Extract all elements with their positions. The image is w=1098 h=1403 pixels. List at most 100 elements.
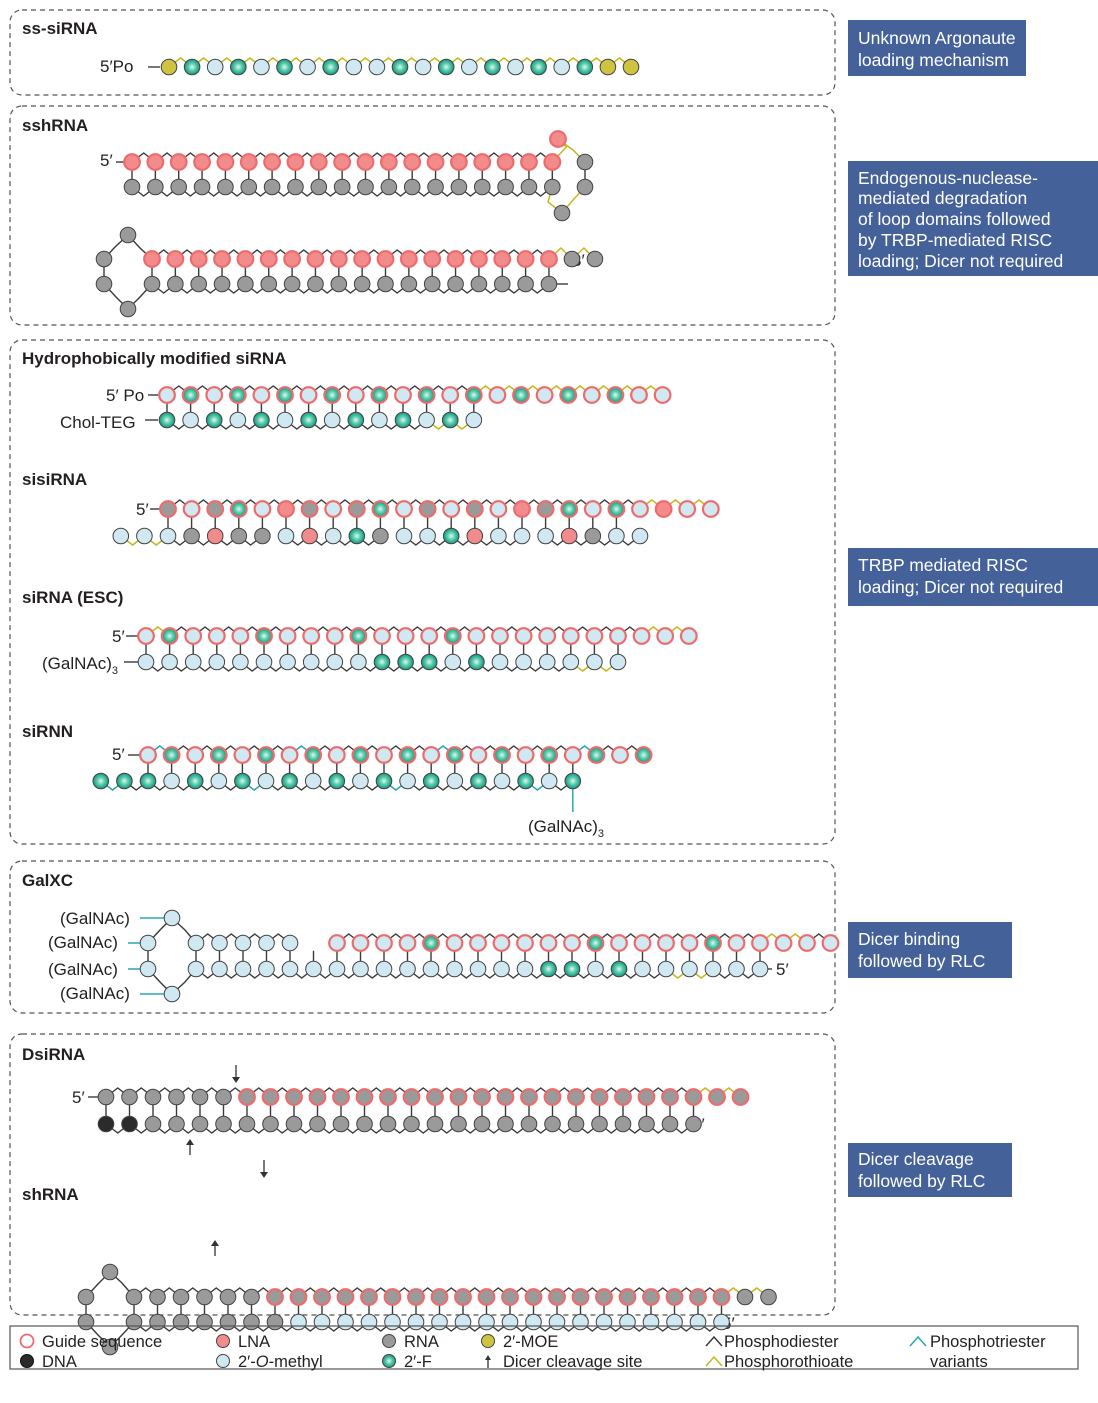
ome-nucleotide [572,1313,589,1331]
guide-rna-nucleotide [313,1288,331,1306]
ome-nucleotide [515,653,532,671]
ome-nucleotide [642,1313,660,1331]
guide-rna-nucleotide [642,1288,660,1306]
guide-ome-nucleotide [751,934,769,952]
rna-nucleotide [760,1288,777,1306]
guide-rna-nucleotide [661,1088,679,1106]
label-galnac: (GalNAc) [48,960,118,979]
guide-rna-nucleotide [355,1088,374,1106]
panel-dicer-group [9,1033,836,1316]
fluoro-nucleotide [230,58,247,76]
ome-nucleotide [465,411,483,429]
guide-fluoro-nucleotide [634,746,653,764]
guide-ome-nucleotide [299,386,318,404]
guide-ome-nucleotide [678,500,697,518]
ome-nucleotide [562,653,580,671]
ome-nucleotide [360,1313,378,1331]
guide-fluoro-nucleotide [351,746,370,764]
guide-rna-nucleotide [595,1288,613,1306]
guide-ome-nucleotide [422,746,441,764]
title-sirnn: siRNN [22,722,73,741]
label-galnac: (GalNAc) [60,909,130,928]
rna-nucleotide [219,1288,237,1306]
guide-rna-nucleotide [590,1088,609,1106]
label-5prime: 5′ [136,500,149,519]
svg-text:loading; Dicer not required: loading; Dicer not required [858,251,1063,271]
ome-nucleotide [258,960,275,978]
label-5prime: 5′ [776,960,789,979]
legend-phosphotriester-label-2: variants [930,1353,988,1371]
svg-text:loading mechanism: loading mechanism [858,50,1009,70]
dicer-cleavage-arrow [260,1160,268,1178]
guide-rna-nucleotide [454,1288,472,1306]
fluoro-nucleotide [116,772,133,790]
rna-nucleotide [372,527,389,545]
guide-rna-nucleotide [731,1088,750,1106]
legend-2f-icon [382,1354,396,1368]
fluoro-nucleotide [470,772,487,790]
moe-nucleotide [622,58,640,76]
rna-nucleotide [403,1115,420,1133]
guide-lna-nucleotide [426,153,445,171]
guide-fluoro-nucleotide [323,386,342,404]
guide-ome-nucleotide [351,934,370,952]
guide-ome-nucleotide [633,934,652,952]
guide-lna-nucleotide [496,153,515,171]
guide-ome-nucleotide [420,627,439,645]
guide-lna-nucleotide [520,153,538,171]
fluoro-nucleotide [92,772,110,790]
label-5prime: 5′ [72,1088,85,1107]
rna-nucleotide [119,300,137,318]
guide-rna-nucleotide [266,1288,284,1306]
guide-rna-nucleotide [473,1088,491,1106]
ome-nucleotide [751,960,769,978]
guide-ome-nucleotide [253,500,272,518]
guide-ome-nucleotide [701,500,720,518]
rna-nucleotide [403,178,421,196]
guide-fluoro-nucleotide [443,627,462,645]
guide-ome-nucleotide [278,627,297,645]
guide-rna-nucleotide [336,1288,355,1306]
guide-lna-nucleotide [216,153,235,171]
rna-nucleotide [95,250,113,268]
ome-nucleotide [586,653,603,671]
ome-nucleotide [608,527,625,545]
rna-nucleotide [238,1115,256,1133]
guide-ome-nucleotide [325,627,344,645]
guide-ome-nucleotide [657,934,675,952]
ome-nucleotide [634,960,651,978]
guide-rna-nucleotide [524,1288,543,1306]
ome-nucleotide [422,960,440,978]
guide-lna-nucleotide [399,250,418,268]
ome-nucleotide [728,960,745,978]
fluoro-nucleotide [530,58,547,76]
guide-ome-nucleotide [583,500,602,518]
dicer-cleavage-arrow [232,1065,240,1083]
label-5prime-po: 5′Po [100,57,133,76]
ome-nucleotide [253,58,270,76]
fluoro-nucleotide [442,527,460,545]
fluoro-nucleotide [420,653,438,671]
guide-fluoro-nucleotide [229,500,248,518]
guide-ome-nucleotide [610,934,628,952]
guide-ome-nucleotide [656,627,675,645]
ome-nucleotide [384,1313,401,1331]
guide-fluoro-nucleotide [398,746,417,764]
rna-nucleotide [121,1088,138,1106]
legend-rna-label: RNA [404,1333,439,1351]
guide-lna-nucleotide [146,153,165,171]
legend-moe-icon [481,1334,495,1348]
guide-lna-nucleotide [549,130,567,148]
guide-lna-nucleotide [309,153,328,171]
guide-lna-nucleotide [259,250,278,268]
ome-nucleotide [431,1313,448,1331]
guide-lna-nucleotide [473,153,492,171]
svg-text:of loop domains followed: of loop domains followed [858,209,1051,229]
rna-nucleotide [168,1088,185,1106]
guide-lna-nucleotide [239,153,258,171]
ome-nucleotide [631,527,649,545]
guide-rna-nucleotide [520,1088,538,1106]
ome-nucleotide [139,960,157,978]
label-5prime: 5′ [112,745,125,764]
rna-nucleotide [380,178,398,196]
